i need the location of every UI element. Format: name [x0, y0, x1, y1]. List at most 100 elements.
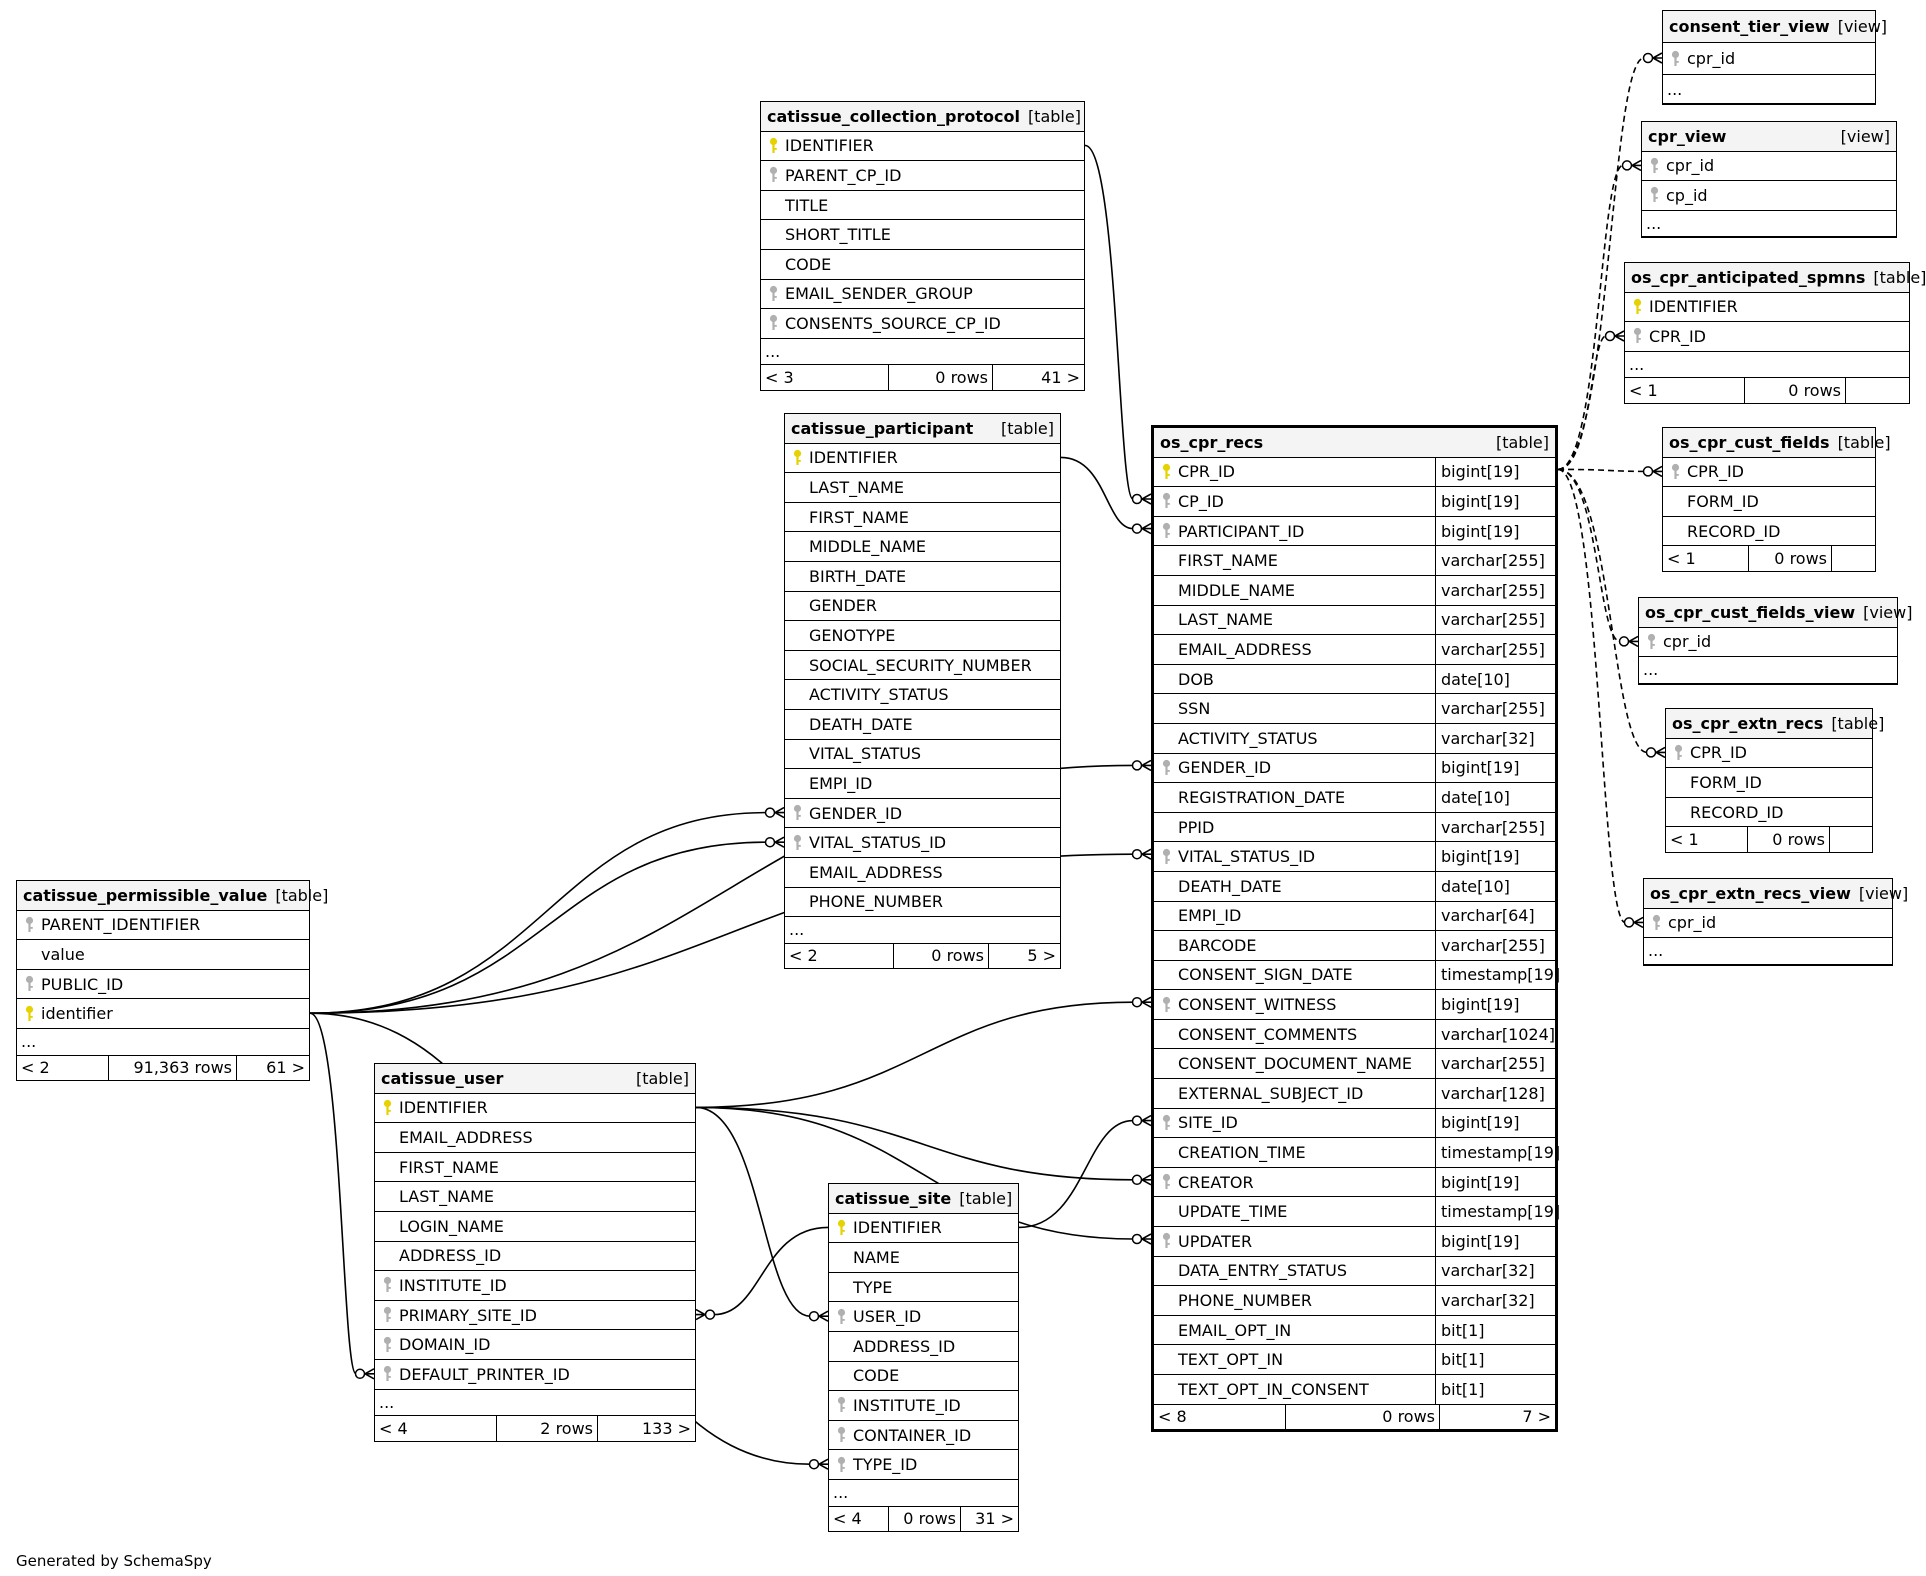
column-row[interactable]: EMAIL_ADDRESS varchar[255] — [1154, 635, 1555, 665]
column-row[interactable]: CREATOR bigint[19] — [1154, 1167, 1555, 1198]
column-row[interactable]: ADDRESS_ID — [375, 1242, 695, 1272]
table-catissue-participant[interactable]: catissue_participant [table] IDENTIFIER … — [784, 413, 1061, 970]
column-row[interactable]: EMAIL_ADDRESS — [375, 1123, 695, 1153]
column-row[interactable]: FORM_ID — [1663, 487, 1875, 517]
column-row[interactable]: GENDER_ID bigint[19] — [1154, 753, 1555, 784]
column-row[interactable]: MIDDLE_NAME — [785, 532, 1060, 562]
column-row[interactable]: CODE — [761, 250, 1084, 280]
column-row[interactable]: PARTICIPANT_ID bigint[19] — [1154, 516, 1555, 547]
column-row[interactable]: cpr_id — [1639, 628, 1897, 658]
column-row[interactable]: DEATH_DATE date[10] — [1154, 871, 1555, 902]
column-row[interactable]: SITE_ID bigint[19] — [1154, 1108, 1555, 1139]
column-row[interactable]: EMPI_ID varchar[64] — [1154, 901, 1555, 932]
column-row[interactable]: CPR_ID — [1663, 458, 1875, 488]
column-row[interactable]: IDENTIFIER — [761, 132, 1084, 162]
children-count[interactable] — [1830, 827, 1872, 852]
column-row[interactable]: LOGIN_NAME — [375, 1212, 695, 1242]
column-row[interactable]: PHONE_NUMBER varchar[32] — [1154, 1286, 1555, 1316]
column-row[interactable]: LAST_NAME — [785, 473, 1060, 503]
column-row[interactable]: PHONE_NUMBER — [785, 888, 1060, 918]
column-row[interactable]: GENOTYPE — [785, 621, 1060, 651]
column-row[interactable]: VITAL_STATUS_ID bigint[19] — [1154, 842, 1555, 872]
children-count[interactable]: 31 > — [975, 1509, 1014, 1529]
column-row[interactable]: EMAIL_OPT_IN bit[1] — [1154, 1315, 1555, 1346]
column-row[interactable]: NAME — [829, 1243, 1018, 1273]
children-count[interactable] — [1846, 378, 1909, 403]
column-row[interactable]: UPDATE_TIME timestamp[19] — [1154, 1197, 1560, 1228]
column-row[interactable]: INSTITUTE_ID — [829, 1391, 1018, 1421]
parents-count[interactable]: < 2 — [17, 1055, 109, 1081]
table-os-cpr-cust-fields[interactable]: os_cpr_cust_fields [table] CPR_ID FORM_I… — [1662, 427, 1891, 572]
column-row[interactable]: PARENT_IDENTIFIER — [17, 911, 309, 941]
column-row[interactable]: PRIMARY_SITE_ID — [375, 1301, 695, 1331]
parents-count[interactable]: < 2 — [785, 943, 894, 969]
column-row[interactable]: DATA_ENTRY_STATUS varchar[32] — [1154, 1256, 1555, 1287]
parents-count[interactable]: < 3 — [761, 365, 889, 390]
column-row[interactable]: TYPE_ID — [829, 1450, 1018, 1480]
parents-count[interactable]: < 4 — [829, 1506, 889, 1532]
column-row[interactable]: CP_ID bigint[19] — [1154, 487, 1555, 517]
column-row[interactable]: DOB date[10] — [1154, 664, 1555, 695]
column-row[interactable]: EMAIL_ADDRESS — [785, 858, 1060, 888]
column-row[interactable]: ACTIVITY_STATUS varchar[32] — [1154, 723, 1555, 754]
column-row[interactable]: cpr_id — [1642, 152, 1896, 182]
column-row[interactable]: BARCODE varchar[255] — [1154, 931, 1555, 961]
table-cpr-view[interactable]: cpr_view [view] cpr_id cp_id ... — [1641, 121, 1897, 239]
column-row[interactable]: VITAL_STATUS_ID — [785, 828, 1060, 858]
column-row[interactable]: TEXT_OPT_IN_CONSENT bit[1] — [1154, 1375, 1555, 1405]
column-row[interactable]: cp_id — [1642, 181, 1896, 211]
column-row[interactable]: MIDDLE_NAME varchar[255] — [1154, 575, 1555, 606]
children-count[interactable]: 7 > — [1522, 1407, 1551, 1427]
table-os-cpr-cust-fields-view[interactable]: os_cpr_cust_fields_view [view] cpr_id ..… — [1638, 597, 1912, 685]
column-row[interactable]: IDENTIFIER — [1625, 293, 1909, 323]
column-row[interactable]: IDENTIFIER — [829, 1214, 1018, 1244]
column-row[interactable]: identifier — [17, 999, 309, 1029]
column-row[interactable]: CPR_ID — [1666, 739, 1872, 769]
table-os-cpr-extn-recs[interactable]: os_cpr_extn_recs [table] CPR_ID FORM_ID … — [1665, 708, 1884, 853]
column-row[interactable]: LAST_NAME — [375, 1182, 695, 1212]
column-row[interactable]: GENDER — [785, 592, 1060, 622]
parents-count[interactable]: < 1 — [1666, 827, 1748, 852]
column-row[interactable]: RECORD_ID — [1666, 798, 1872, 828]
column-row[interactable]: EXTERNAL_SUBJECT_ID varchar[128] — [1154, 1079, 1555, 1109]
column-row[interactable]: IDENTIFIER — [375, 1094, 695, 1124]
column-row[interactable]: PARENT_CP_ID — [761, 161, 1084, 191]
column-row[interactable]: CREATION_TIME timestamp[19] — [1154, 1138, 1560, 1168]
column-row[interactable]: value — [17, 940, 309, 970]
table-catissue-user[interactable]: catissue_user [table] IDENTIFIER EMAIL_A… — [374, 1063, 696, 1442]
table-os-cpr-extn-recs-view[interactable]: os_cpr_extn_recs_view [view] cpr_id ... — [1643, 878, 1908, 966]
column-row[interactable]: cpr_id — [1663, 43, 1875, 75]
column-row[interactable]: CONSENTS_SOURCE_CP_ID — [761, 309, 1084, 339]
children-count[interactable]: 61 > — [266, 1058, 305, 1078]
column-row[interactable]: VITAL_STATUS — [785, 740, 1060, 770]
parents-count[interactable]: < 1 — [1663, 546, 1749, 571]
column-row[interactable]: CONSENT_DOCUMENT_NAME varchar[255] — [1154, 1049, 1555, 1080]
table-catissue-site[interactable]: catissue_site [table] IDENTIFIER NAME TY… — [828, 1183, 1019, 1533]
column-row[interactable]: ACTIVITY_STATUS — [785, 680, 1060, 710]
column-row[interactable]: EMAIL_SENDER_GROUP — [761, 280, 1084, 310]
column-row[interactable]: DOMAIN_ID — [375, 1330, 695, 1360]
column-row[interactable]: CPR_ID — [1625, 322, 1909, 352]
column-row[interactable]: CONSENT_WITNESS bigint[19] — [1154, 990, 1555, 1020]
column-row[interactable]: CONSENT_SIGN_DATE timestamp[19] — [1154, 960, 1560, 991]
column-row[interactable]: PUBLIC_ID — [17, 970, 309, 1000]
children-count[interactable]: 133 > — [641, 1418, 691, 1438]
column-row[interactable]: FORM_ID — [1666, 768, 1872, 798]
column-row[interactable]: BIRTH_DATE — [785, 562, 1060, 592]
column-row[interactable]: CONSENT_COMMENTS varchar[1024] — [1154, 1019, 1555, 1050]
column-row[interactable]: FIRST_NAME — [785, 503, 1060, 533]
column-row[interactable]: LAST_NAME varchar[255] — [1154, 605, 1555, 636]
table-os-cpr-anticipated-spmns[interactable]: os_cpr_anticipated_spmns [table] IDENTIF… — [1624, 262, 1926, 404]
column-row[interactable]: DEATH_DATE — [785, 710, 1060, 740]
children-count[interactable]: 41 > — [1041, 368, 1080, 388]
column-row[interactable]: TYPE — [829, 1273, 1018, 1303]
column-row[interactable]: FIRST_NAME varchar[255] — [1154, 546, 1555, 576]
column-row[interactable]: PPID varchar[255] — [1154, 812, 1555, 843]
column-row[interactable]: RECORD_ID — [1663, 517, 1875, 547]
column-row[interactable]: cpr_id — [1644, 909, 1892, 939]
column-row[interactable]: SOCIAL_SECURITY_NUMBER — [785, 651, 1060, 681]
column-row[interactable]: TITLE — [761, 191, 1084, 221]
column-row[interactable]: FIRST_NAME — [375, 1153, 695, 1183]
column-row[interactable]: CPR_ID bigint[19] — [1154, 457, 1555, 488]
column-row[interactable]: SSN varchar[255] — [1154, 694, 1555, 724]
